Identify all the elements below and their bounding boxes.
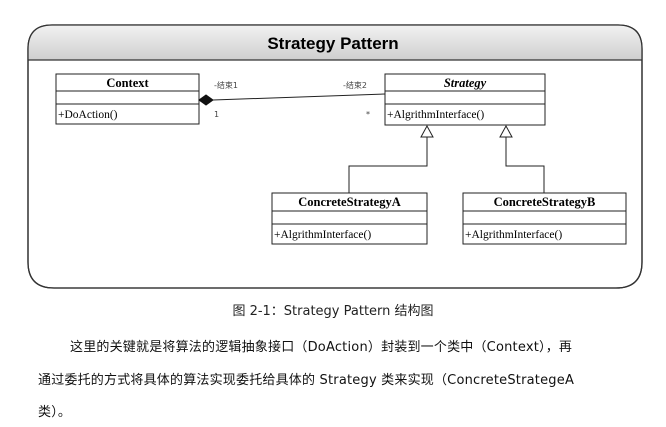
- class-concrete-strategy-b: ConcreteStrategyB +AlgrithmInterface(): [462, 192, 627, 245]
- class-concrete-strategy-b-name: ConcreteStrategyB: [494, 195, 596, 209]
- paragraph-line-2: 通过委托的方式将具体的算法实现委托给具体的 Strategy 类来实现（Conc…: [38, 373, 575, 388]
- association-multiplicity-left: 1: [214, 110, 219, 119]
- uml-class-diagram: Strategy Pattern Context +DoAction() Str…: [27, 24, 643, 289]
- class-concrete-strategy-a-name: ConcreteStrategyA: [298, 195, 401, 209]
- class-context-name: Context: [106, 76, 149, 90]
- aggregation-association: -结束1 -结束2 1 *: [198, 80, 386, 119]
- aggregation-diamond-icon: [198, 94, 214, 106]
- class-context-operation: +DoAction(): [58, 109, 118, 121]
- figure-caption: 图 2-1：Strategy Pattern 结构图: [232, 304, 434, 319]
- inheritance-arrow-icon: [420, 124, 434, 138]
- class-concrete-strategy-b-operation: +AlgrithmInterface(): [465, 229, 562, 241]
- generalization-a: [348, 124, 434, 193]
- paragraph-line-1: 这里的关键就是将算法的逻辑抽象接口（DoAction）封装到一个类中（Conte…: [70, 340, 573, 355]
- association-role-right: -结束2: [343, 80, 367, 90]
- class-strategy-name: Strategy: [444, 76, 487, 90]
- diagram-title: Strategy Pattern: [267, 34, 398, 53]
- inheritance-arrow-icon: [499, 124, 513, 138]
- class-context: Context +DoAction(): [55, 73, 200, 125]
- association-role-left: -结束1: [214, 80, 238, 90]
- class-concrete-strategy-a-operation: +AlgrithmInterface(): [274, 229, 371, 241]
- generalization-b: [499, 124, 545, 193]
- paragraph-line-3: 类）。: [38, 405, 72, 420]
- class-concrete-strategy-a: ConcreteStrategyA +AlgrithmInterface(): [271, 192, 428, 245]
- association-multiplicity-right: *: [366, 110, 370, 119]
- class-strategy: Strategy +AlgrithmInterface(): [384, 73, 546, 126]
- class-strategy-operation: +AlgrithmInterface(): [387, 109, 484, 121]
- diagram-frame: Strategy Pattern: [27, 24, 643, 289]
